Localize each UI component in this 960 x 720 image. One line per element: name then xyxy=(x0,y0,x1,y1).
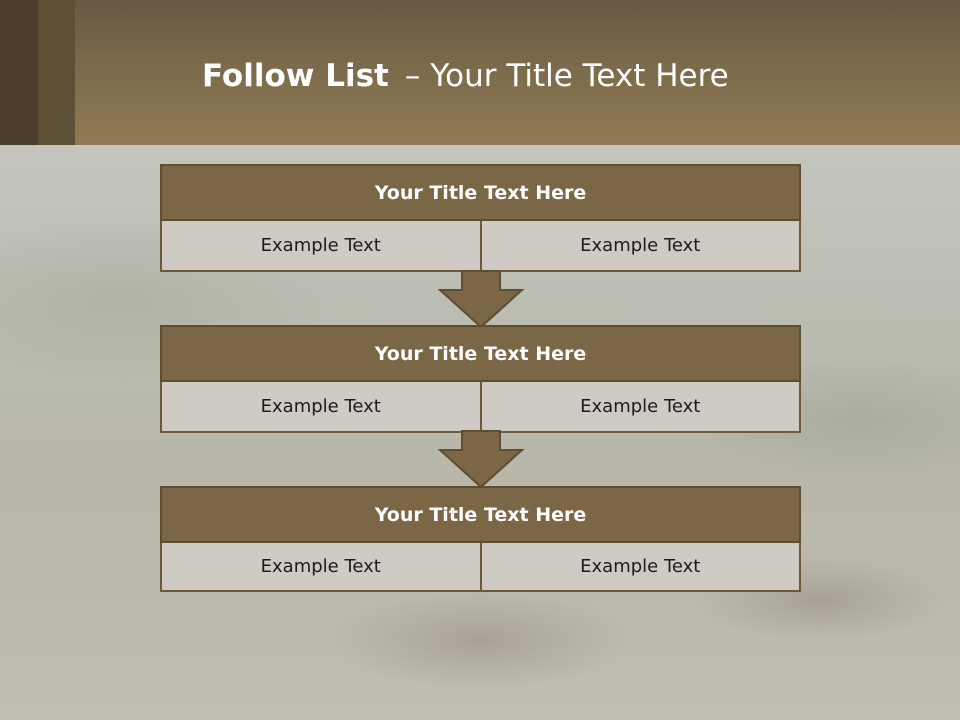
step-cells: Example Text Example Text xyxy=(160,221,801,272)
step-title: Your Title Text Here xyxy=(160,164,801,221)
step-3: Your Title Text Here Example Text Exampl… xyxy=(160,486,801,592)
step-title: Your Title Text Here xyxy=(160,486,801,543)
slide-title: Follow List–Your Title Text Here xyxy=(202,52,729,100)
step-2: Your Title Text Here Example Text Exampl… xyxy=(160,325,801,433)
step-cells: Example Text Example Text xyxy=(160,382,801,433)
step-cell-right: Example Text xyxy=(479,382,799,431)
title-bold: Follow List xyxy=(202,58,389,94)
step-cell-left: Example Text xyxy=(162,221,480,270)
step-title: Your Title Text Here xyxy=(160,325,801,382)
header-accent-mid xyxy=(38,0,75,145)
step-1: Your Title Text Here Example Text Exampl… xyxy=(160,164,801,272)
step-cell-right: Example Text xyxy=(479,543,799,590)
title-rest: Your Title Text Here xyxy=(430,58,729,94)
step-cells: Example Text Example Text xyxy=(160,543,801,592)
header-accent-dark xyxy=(0,0,38,145)
step-cell-right: Example Text xyxy=(479,221,799,270)
step-cell-left: Example Text xyxy=(162,543,480,590)
header-band xyxy=(0,0,960,145)
title-separator: – xyxy=(404,58,421,94)
down-arrow-icon xyxy=(438,270,524,328)
step-cell-left: Example Text xyxy=(162,382,480,431)
down-arrow-icon xyxy=(438,430,524,488)
